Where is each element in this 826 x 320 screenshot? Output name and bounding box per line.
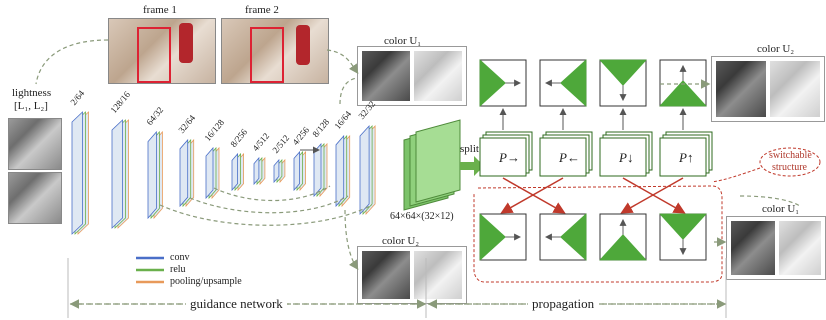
p-block-label: P→ [498, 150, 520, 165]
network-layer [253, 156, 266, 186]
p-block-layer [479, 137, 527, 177]
layer-slab [359, 124, 370, 216]
red-switch-arrow [500, 177, 564, 214]
layer-slab [335, 134, 345, 208]
propagation-module: P→ P← P↓ P↑ [479, 59, 713, 261]
lightness-formula: [L₁, L₂] [14, 100, 48, 112]
color-u2-top-panel [711, 56, 825, 122]
legend-pool-label: pooling/upsample [170, 276, 242, 287]
frame-to-color-connector [326, 49, 359, 74]
layer-slab [231, 152, 239, 192]
network-layer [273, 158, 286, 184]
color-u1-right-panel [726, 216, 826, 280]
top-green-triangle [659, 80, 707, 107]
frame2-label: frame 2 [245, 4, 279, 16]
color-u1-top-label: color U₁ [384, 35, 422, 47]
lightness-label: lightness [12, 87, 52, 99]
bottom-green-triangle [479, 213, 506, 261]
guidance-network-label: guidance network [186, 296, 287, 312]
network-layer [71, 111, 89, 235]
color-u2-bottom-label: color U₂ [382, 235, 420, 247]
top-green-triangle [479, 59, 506, 107]
skip-connection-2 [189, 195, 349, 214]
layer-slab [273, 158, 280, 184]
switch-to-u1-connector [739, 195, 801, 207]
top-green-triangle [599, 59, 647, 86]
layer-slab [313, 142, 322, 198]
color-u2-top-label: color U₂ [757, 43, 795, 55]
bottom-green-triangle [659, 213, 707, 240]
layer-slab [71, 111, 83, 235]
lightness-image-1 [8, 118, 62, 170]
skip-connection-3 [213, 185, 331, 202]
propagation-label: propagation [528, 296, 599, 312]
bottom-green-triangle [560, 213, 587, 261]
network-layer [179, 138, 195, 208]
bottom-green-triangle [599, 234, 647, 261]
red-switch-arrow [620, 177, 684, 214]
split-arrow [460, 156, 484, 176]
p-block-label: P↑ [678, 150, 693, 165]
legend-conv-label: conv [170, 252, 190, 263]
network-layer [205, 146, 220, 200]
switchable-connector [711, 167, 761, 183]
network-layer [335, 134, 351, 208]
network-layers [71, 111, 376, 235]
color-u1-right-label: color U₁ [762, 203, 800, 215]
lightness-image-2 [8, 172, 62, 224]
output-feature-block [403, 119, 461, 211]
frame1-label: frame 1 [143, 4, 177, 16]
network-layer [293, 150, 307, 192]
decoder-to-u1-connector [339, 77, 358, 105]
color-u1-top-panel [357, 46, 467, 106]
p-block-layer [599, 137, 647, 177]
frame1-image [108, 18, 216, 84]
p-block-layer [539, 137, 587, 177]
switchable-label-line2: structure [772, 162, 807, 173]
layer-slab [179, 138, 189, 208]
legend-relu-label: relu [170, 264, 186, 275]
switchable-structure-oval [759, 147, 821, 177]
switchable-label-line1: switchable [769, 150, 812, 161]
network-layer [147, 130, 163, 220]
decoder-to-u2-connector [344, 209, 359, 270]
layer-slab [253, 156, 260, 186]
switchable-region-box [473, 185, 723, 283]
layer-slab [147, 130, 157, 220]
network-layer [231, 152, 245, 192]
network-layer [313, 142, 328, 198]
frame2-image [221, 18, 329, 84]
p-block-layer [659, 137, 707, 177]
p-block-label: P↓ [618, 150, 633, 165]
layer-slab [205, 146, 214, 200]
skip-connection-1 [159, 204, 373, 226]
layer-slab [111, 119, 123, 229]
color-u2-bottom-panel [357, 246, 467, 304]
layer-slab [293, 150, 301, 192]
network-layer [359, 124, 376, 216]
p-block-label: P← [558, 150, 580, 165]
frame-to-lightness-connector [35, 39, 109, 85]
network-layer [111, 119, 129, 229]
top-green-triangle [560, 59, 587, 107]
split-label: split [460, 143, 479, 155]
output-dims-label: 64×64×(32×12) [390, 211, 454, 222]
